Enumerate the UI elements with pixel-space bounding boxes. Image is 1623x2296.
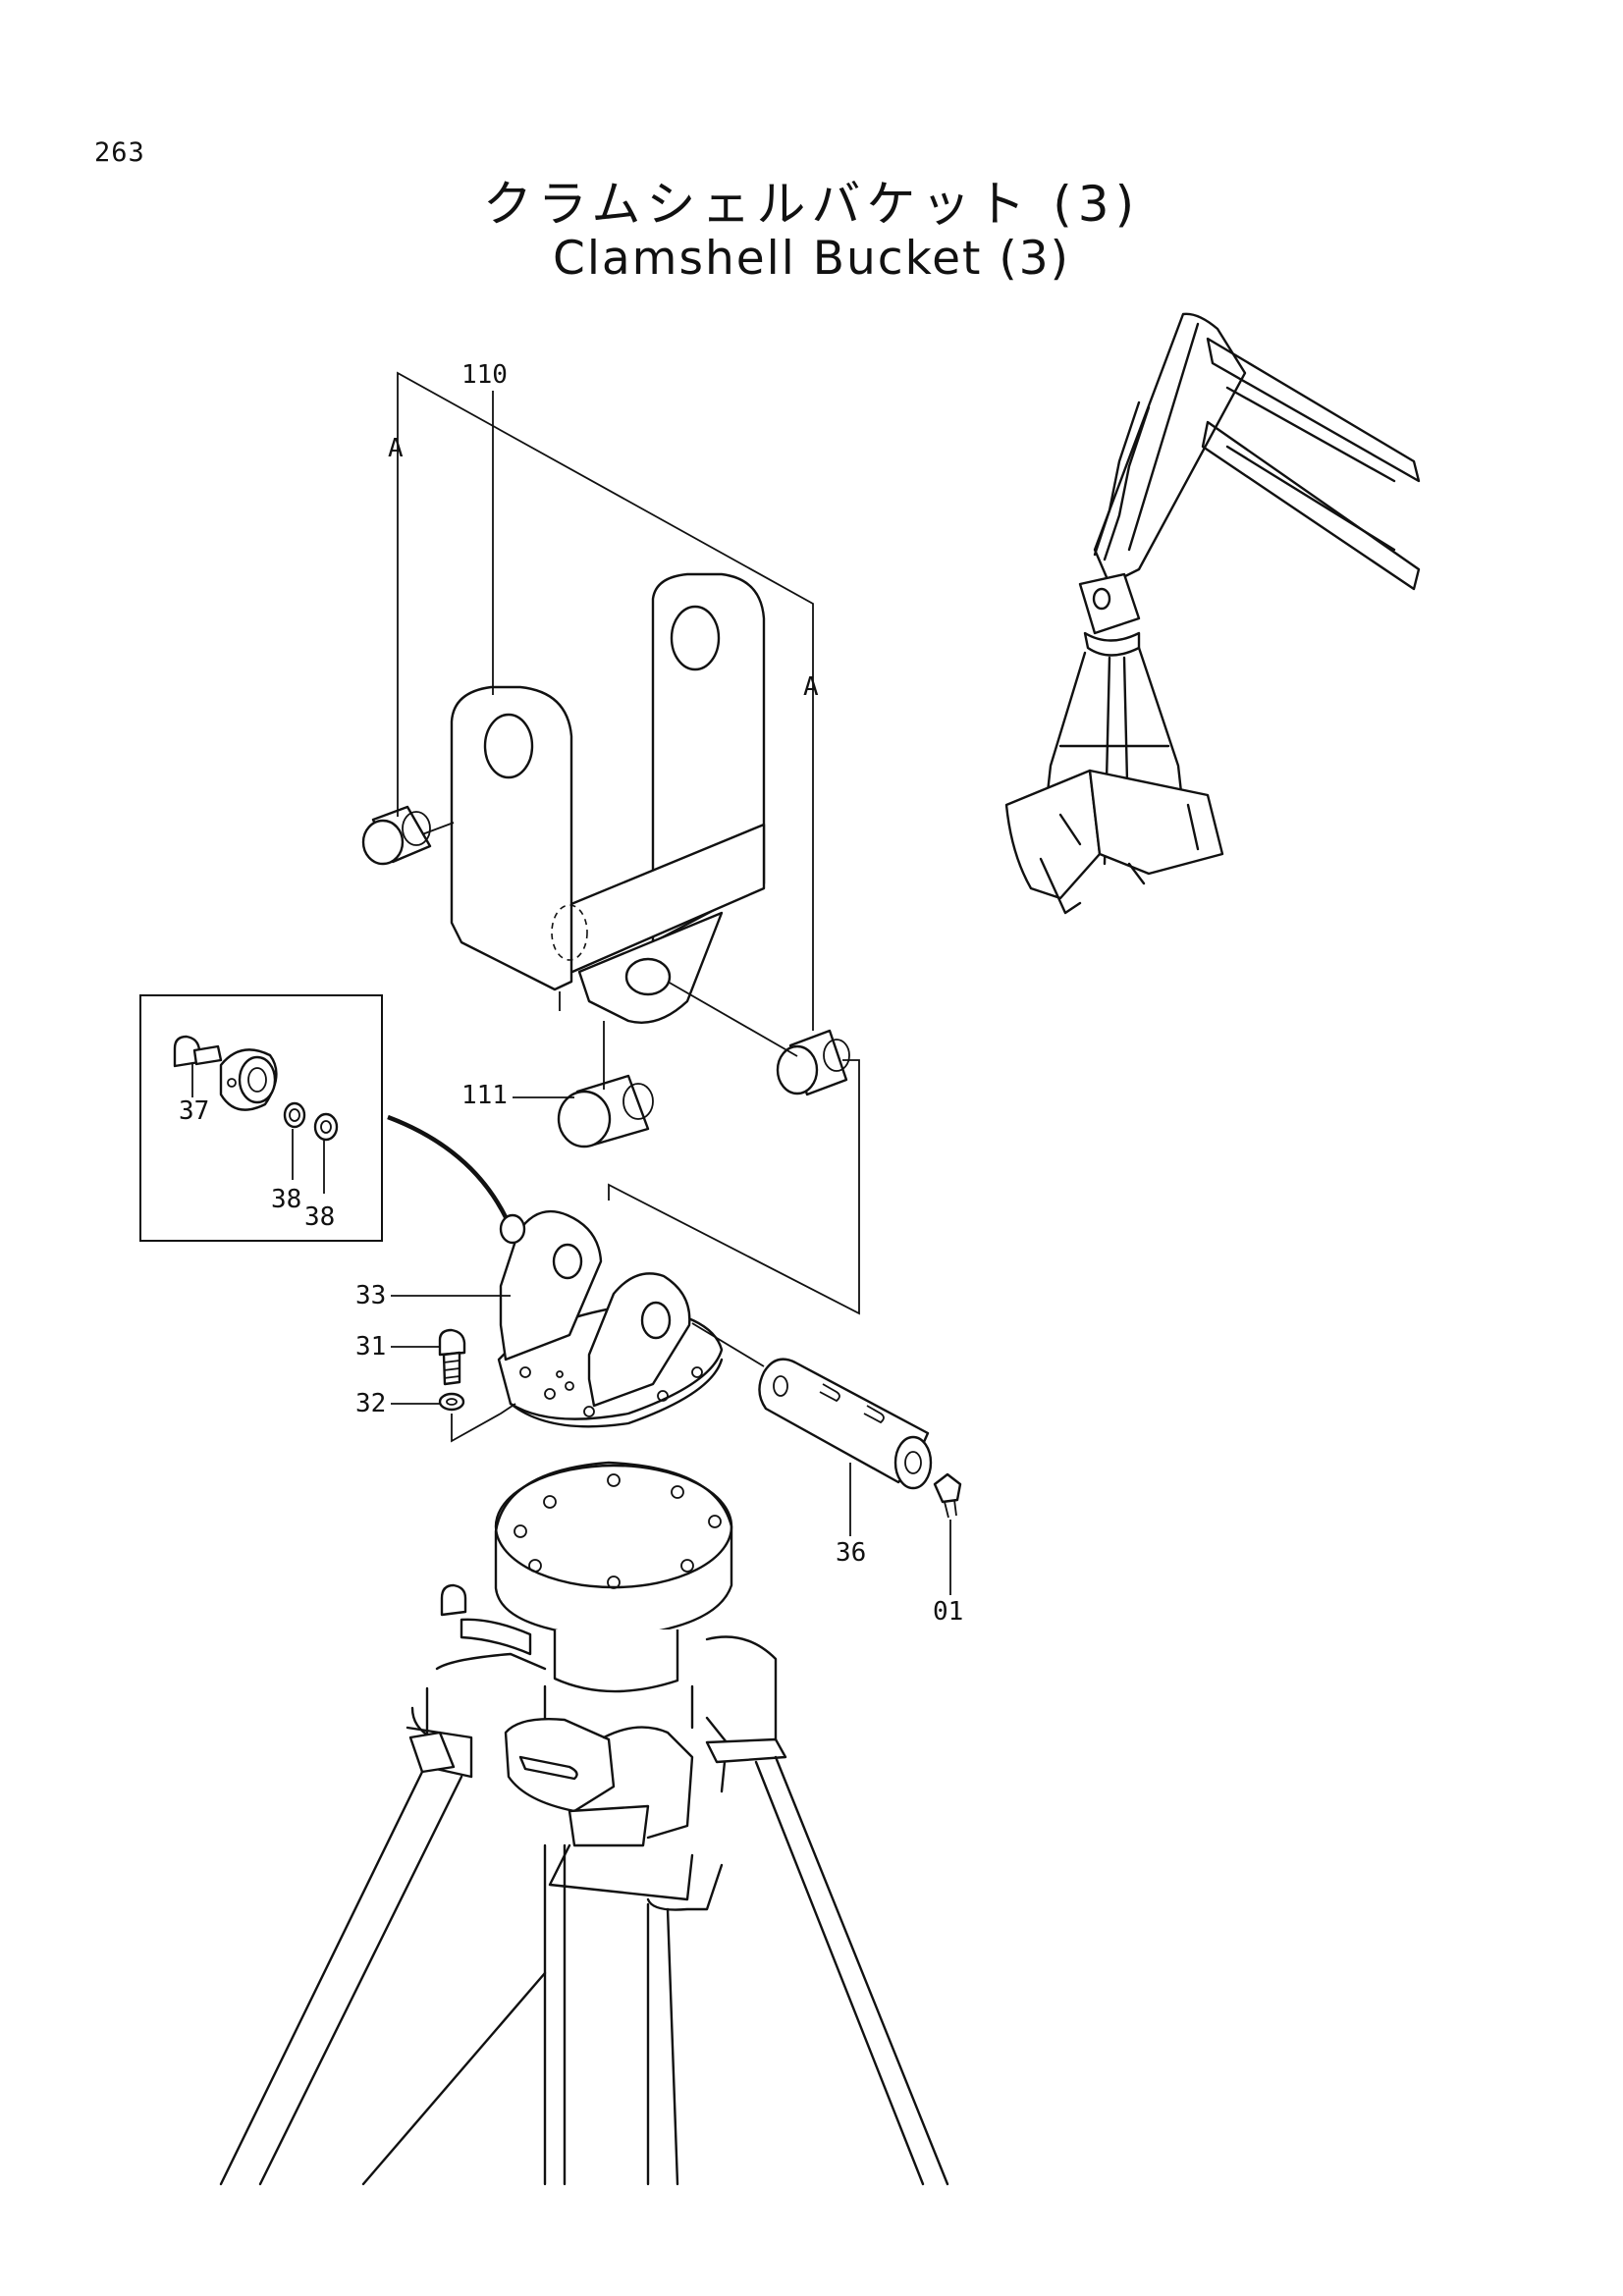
rotator-bracket-33 [497,1209,724,1428]
washer-32 [438,1392,516,1443]
bolt-01 [933,1472,962,1519]
detail-box [139,994,509,1242]
yoke-bracket-110 [450,572,766,1024]
callout-37: 37 [179,1096,209,1126]
bolt-31 [438,1328,466,1386]
callout-111: 111 [461,1081,508,1110]
assembly-lines [397,371,860,1315]
bushing-right [776,1029,850,1096]
callout-a-right: A [803,672,819,702]
title-english: Clamshell Bucket (3) [553,232,1070,286]
callout-a-left: A [388,434,404,463]
callouts: 110 A A 111 37 38 38 33 31 32 36 01 [179,360,963,1627]
callout-33: 33 [355,1281,386,1310]
context-illustration [1004,312,1421,915]
callout-38-b: 38 [304,1202,335,1232]
callout-110: 110 [461,360,508,390]
callout-38-a: 38 [271,1185,301,1214]
pin-36 [691,1322,933,1490]
callout-31: 31 [355,1332,386,1362]
page-number: 263 [94,137,145,168]
bushing-111 [557,1074,654,1148]
bushing-left [361,805,432,866]
callout-01: 01 [933,1597,963,1627]
title-japanese: クラムシェルバケット (3) [482,176,1141,233]
callout-36: 36 [836,1538,866,1568]
bucket-arms [219,1755,949,2186]
rotator-head [406,1461,787,1911]
callout-32: 32 [355,1389,386,1418]
